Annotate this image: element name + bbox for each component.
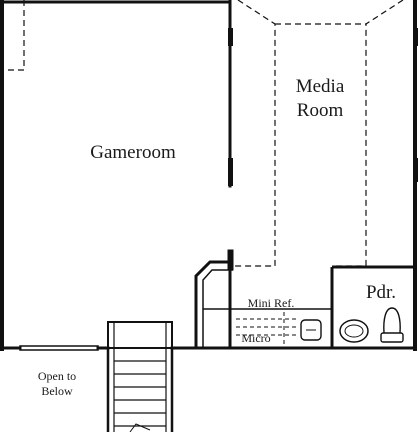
powder-room-label: Pdr.: [366, 282, 396, 303]
jamb-1: [228, 28, 233, 46]
gameroom-label: Gameroom: [90, 142, 176, 163]
media-ceiling-right: [332, 0, 404, 267]
media-ceiling-left: [232, 0, 276, 267]
jamb-3: [413, 28, 418, 46]
ceiling-lines: [2, 0, 404, 267]
stair-landing: [107, 321, 173, 349]
jamb-2: [228, 158, 233, 186]
stair-treads: [114, 360, 166, 427]
door-jambs: [228, 28, 418, 186]
staircase: [106, 321, 174, 432]
stair-walls: [194, 249, 332, 348]
stair-wall-inner: [202, 269, 233, 348]
open-to-below-label-line2: Below: [41, 384, 73, 398]
lavatory-icon: [339, 319, 369, 343]
open-to-below-label-line1: Open to: [38, 369, 76, 383]
media-room-label-line2: Room: [297, 100, 344, 121]
walls: [0, 0, 417, 351]
micro-label: Micro: [241, 331, 270, 345]
stair-wall-outer: [194, 260, 230, 348]
jamb-4: [413, 158, 418, 182]
gameroom-ceiling-corner: [2, 0, 25, 71]
stair-arrow: [129, 423, 151, 432]
toilet-icon: [380, 307, 404, 343]
counter: [236, 312, 296, 346]
kitchenette-jamb: [227, 249, 234, 271]
powder-room: [330, 265, 415, 348]
sink-icon: [300, 319, 322, 341]
media-room-label-line1: Media: [296, 76, 345, 97]
mini-ref-label: Mini Ref.: [248, 296, 295, 310]
